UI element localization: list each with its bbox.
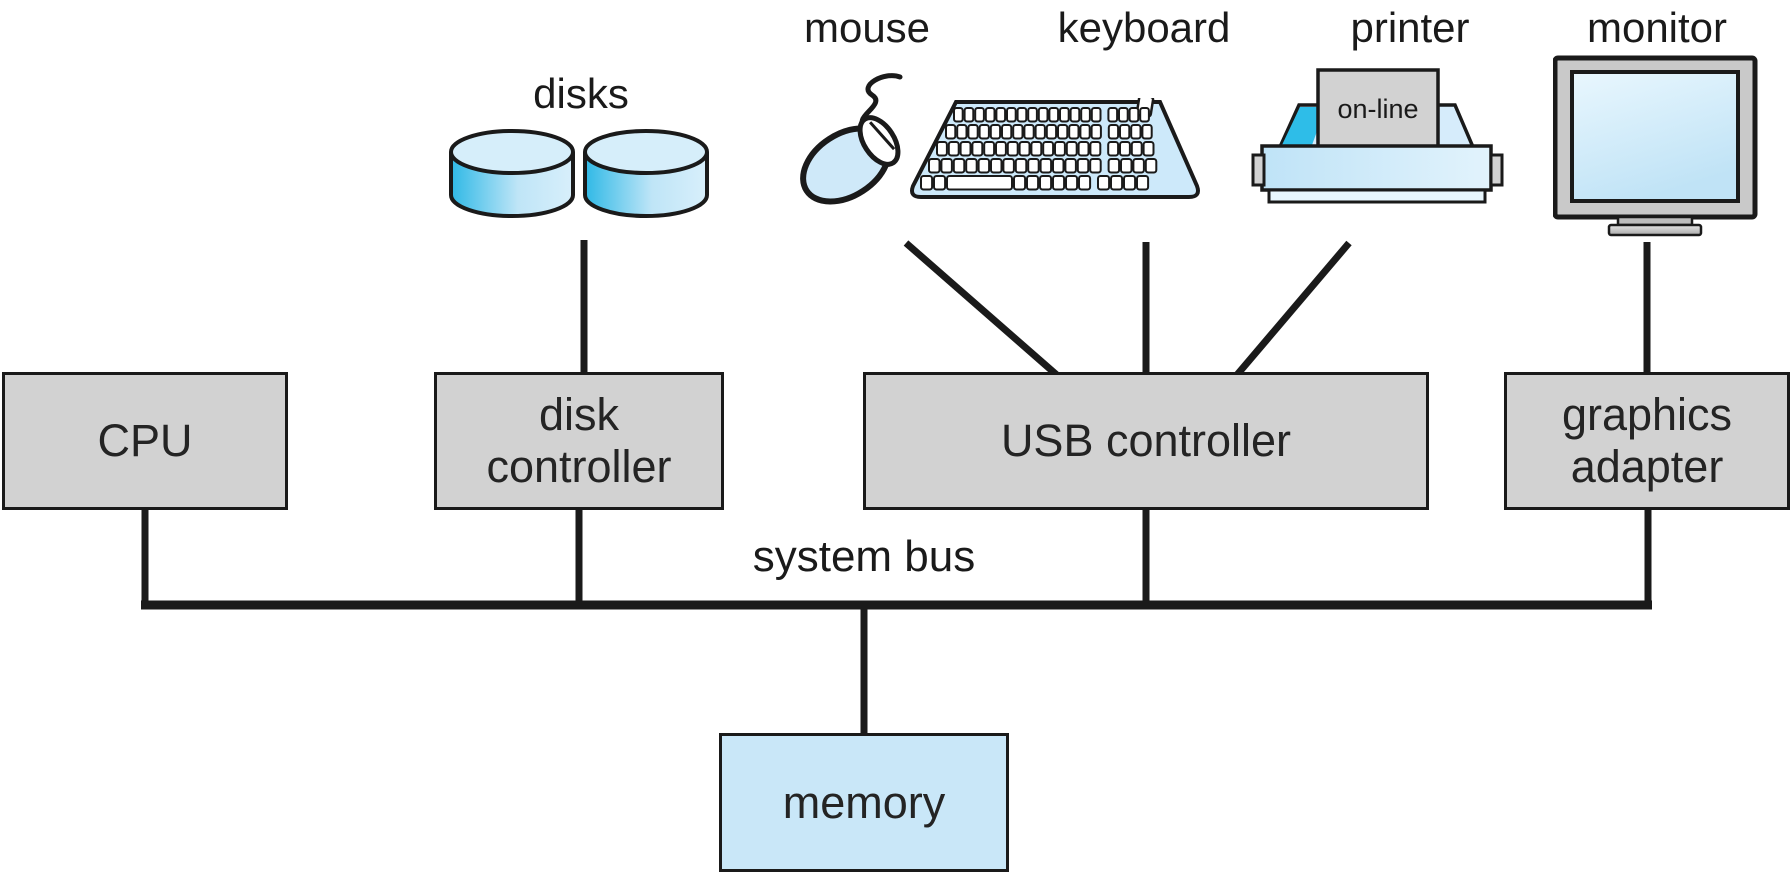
disk-cylinder-left bbox=[449, 129, 575, 218]
printer-status-text: on-line bbox=[1337, 94, 1418, 124]
monitor-label: monitor bbox=[1586, 4, 1728, 51]
mouse-icon bbox=[800, 73, 903, 205]
printer-icon: on-line bbox=[1251, 68, 1504, 204]
mouse-to-usb-line bbox=[903, 240, 1061, 379]
printer-tray bbox=[1267, 188, 1487, 204]
printer-body bbox=[1260, 144, 1493, 192]
printer-right-knob bbox=[1489, 153, 1504, 187]
monitor-screen bbox=[1570, 70, 1740, 203]
printer-left-knob bbox=[1251, 153, 1266, 187]
graphics-adapter-box-label: graphics adapter bbox=[1561, 389, 1733, 492]
disk-cylinder-right bbox=[583, 129, 709, 218]
keyboard-icon bbox=[910, 98, 1200, 199]
disks-icon bbox=[449, 129, 709, 218]
disk-controller-box-label: disk controller bbox=[486, 389, 672, 492]
printer-to-usb-line bbox=[1233, 240, 1352, 379]
memory-box: memory bbox=[719, 733, 1009, 872]
printer-top-accent bbox=[1282, 107, 1326, 145]
monitor-base bbox=[1607, 223, 1703, 237]
memory-box-label: memory bbox=[782, 776, 946, 828]
usb-controller-box: USB controller bbox=[863, 372, 1429, 510]
printer-label: printer bbox=[1350, 4, 1470, 51]
monitor-icon bbox=[1553, 55, 1758, 237]
mouse-label: mouse bbox=[803, 4, 931, 51]
keyboard-keys bbox=[920, 107, 1158, 191]
graphics-adapter-box: graphics adapter bbox=[1504, 372, 1790, 510]
disks-label: disks bbox=[533, 70, 629, 117]
cpu-box: CPU bbox=[2, 372, 288, 510]
keyboard-label: keyboard bbox=[1057, 4, 1231, 51]
usb-controller-box-label: USB controller bbox=[1000, 415, 1292, 467]
disk-controller-box: disk controller bbox=[434, 372, 724, 510]
printer-paper bbox=[1316, 68, 1440, 149]
system-bus-label: system bus bbox=[752, 532, 976, 581]
cpu-box-label: CPU bbox=[97, 415, 193, 467]
